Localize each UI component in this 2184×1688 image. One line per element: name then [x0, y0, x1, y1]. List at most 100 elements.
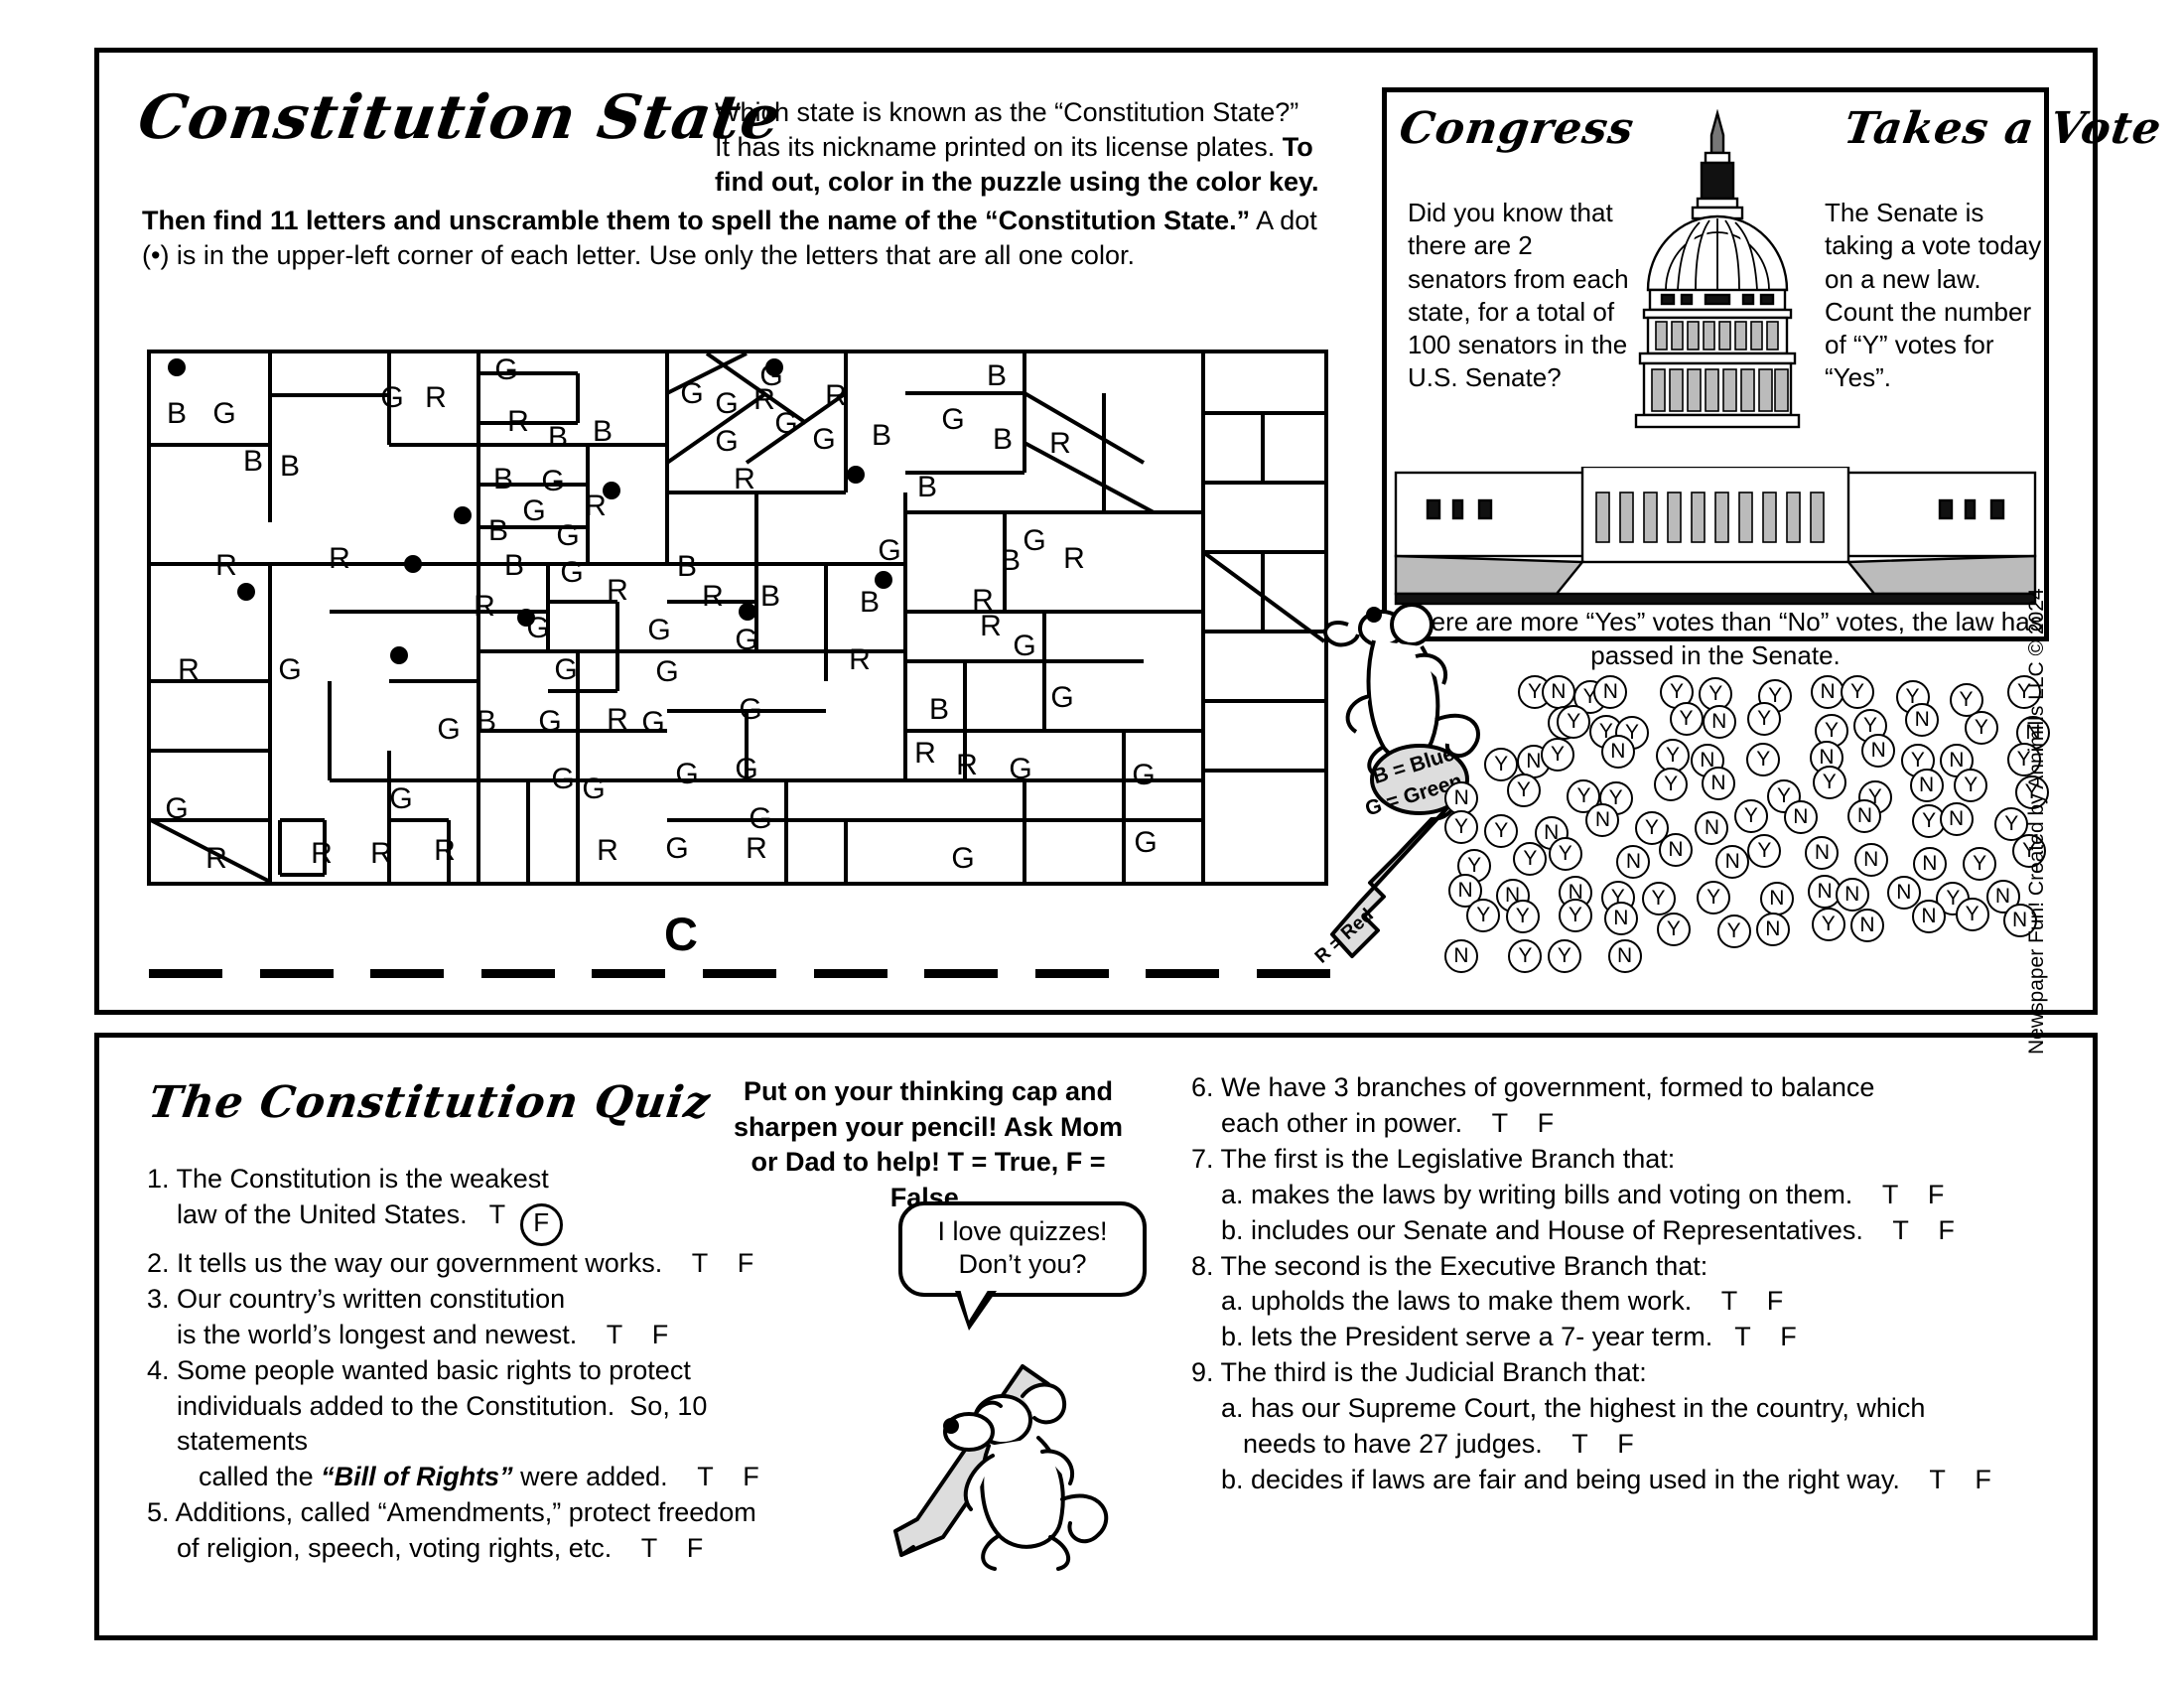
- vote-circle-yes[interactable]: Y: [1641, 881, 1676, 915]
- vote-circle-no[interactable]: N: [1593, 675, 1628, 709]
- vote-circle-no[interactable]: N: [1658, 833, 1693, 868]
- vote-circle-no[interactable]: N: [1847, 799, 1882, 834]
- vote-circle-yes[interactable]: Y: [2014, 775, 2049, 810]
- vote-circle-yes[interactable]: Y: [1506, 773, 1541, 807]
- vote-circle-yes[interactable]: Y: [1669, 702, 1704, 737]
- vote-circle-yes[interactable]: Y: [1811, 907, 1845, 941]
- answer-blank[interactable]: [924, 968, 999, 978]
- svg-text:G: G: [647, 614, 670, 646]
- svg-text:G: G: [941, 403, 964, 436]
- vote-circle-yes[interactable]: Y: [1812, 766, 1846, 800]
- vote-circle-no[interactable]: N: [1715, 845, 1750, 880]
- vote-circle-no[interactable]: N: [1939, 802, 1974, 837]
- capitol-base-illustration: [1394, 467, 2037, 606]
- vote-circle-no[interactable]: N: [1759, 881, 1794, 915]
- answer-blank[interactable]: [480, 968, 555, 978]
- vote-circle-no[interactable]: N: [1909, 769, 1944, 803]
- vote-circle-no[interactable]: N: [1811, 675, 1845, 709]
- vote-circle-no[interactable]: N: [1849, 908, 1884, 942]
- vote-circle-no[interactable]: N: [1985, 880, 2020, 914]
- vote-circle-no[interactable]: N: [1939, 743, 1974, 777]
- vote-circle-no[interactable]: N: [1861, 733, 1896, 768]
- vote-circle-yes[interactable]: Y: [1955, 898, 1989, 932]
- vote-circle-yes[interactable]: Y: [1747, 833, 1782, 868]
- vote-circle-yes[interactable]: Y: [1656, 912, 1691, 946]
- vote-circle-yes[interactable]: Y: [1841, 675, 1875, 709]
- answer-blank[interactable]: [259, 968, 334, 978]
- vote-circle-no[interactable]: N: [1702, 767, 1736, 800]
- svg-text:R: R: [507, 405, 529, 438]
- answer-blank[interactable]: [1256, 968, 1330, 978]
- vote-circle-no[interactable]: N: [1603, 902, 1638, 936]
- vote-circle-no[interactable]: N: [1607, 939, 1642, 973]
- answer-blank[interactable]: [592, 968, 666, 978]
- answer-blank[interactable]: [149, 968, 222, 978]
- svg-text:R: R: [585, 490, 607, 522]
- svg-text:G: G: [739, 693, 761, 726]
- vote-circle-yes[interactable]: Y: [1733, 799, 1768, 834]
- vote-circle-yes[interactable]: Y: [1747, 701, 1782, 736]
- vote-circle-yes[interactable]: Y: [1746, 742, 1781, 776]
- vote-circle-yes[interactable]: Y: [1567, 778, 1601, 813]
- vote-circle-no[interactable]: N: [1616, 845, 1651, 880]
- vote-circle-yes[interactable]: Y: [1697, 880, 1731, 914]
- vote-circle-yes[interactable]: Y: [2006, 675, 2041, 710]
- vote-circle-yes[interactable]: Y: [1716, 914, 1751, 949]
- answer-blank[interactable]: [702, 968, 776, 978]
- vote-circle-no[interactable]: N: [1600, 734, 1635, 769]
- vote-circle-no[interactable]: N: [1444, 939, 1478, 973]
- svg-text:B: B: [917, 471, 937, 503]
- vote-circle-yes[interactable]: Y: [1767, 778, 1802, 813]
- svg-text:R: R: [702, 580, 724, 613]
- answer-blank[interactable]: [370, 968, 445, 978]
- vote-circle-no[interactable]: N: [1853, 843, 1888, 878]
- vote-circle-no[interactable]: N: [1912, 847, 1947, 882]
- svg-text:G: G: [541, 465, 564, 497]
- vote-circle-yes[interactable]: Y: [1444, 810, 1478, 845]
- vote-circle-no[interactable]: N: [1835, 877, 1869, 912]
- vote-circle-no[interactable]: N: [2002, 903, 2037, 937]
- vote-circle-yes[interactable]: Y: [1557, 705, 1591, 740]
- vote-circle-yes[interactable]: Y: [1963, 847, 1997, 882]
- answer-blank[interactable]: [1146, 968, 1220, 978]
- vote-circle-no[interactable]: N: [1541, 675, 1575, 709]
- vote-circle-yes[interactable]: Y: [2006, 743, 2041, 777]
- quiz-question: 9. The third is the Judicial Branch that…: [1191, 1355, 2025, 1498]
- answer-blank[interactable]: [813, 968, 887, 978]
- vote-circle-no[interactable]: N: [1886, 875, 1921, 910]
- congress-title-right: Takes a Vote: [1841, 103, 2165, 154]
- vote-circle-yes[interactable]: Y: [1541, 738, 1575, 773]
- vote-circle-yes[interactable]: Y: [1548, 836, 1582, 871]
- vote-circle-no[interactable]: N: [1783, 800, 1818, 835]
- vote-circle-yes[interactable]: Y: [1634, 810, 1669, 845]
- vote-circle-no[interactable]: N: [1448, 874, 1483, 909]
- answer-blank[interactable]: [1034, 968, 1109, 978]
- vote-circle-yes[interactable]: Y: [1547, 939, 1581, 973]
- vote-circle-yes[interactable]: Y: [2012, 833, 2047, 868]
- vote-circle-yes[interactable]: Y: [1964, 710, 1998, 745]
- vote-circle-no[interactable]: N: [1444, 781, 1479, 816]
- vote-circle-yes[interactable]: Y: [1484, 813, 1519, 848]
- vote-circle-yes[interactable]: Y: [1508, 939, 1543, 973]
- answer-blanks[interactable]: [149, 958, 1330, 988]
- vote-circle-no[interactable]: N: [1755, 913, 1790, 947]
- vote-circle-yes[interactable]: Y: [1466, 898, 1501, 932]
- vote-circle-no[interactable]: N: [1695, 810, 1729, 845]
- vote-circle-yes[interactable]: Y: [1558, 899, 1592, 933]
- circled-false-answer[interactable]: F: [519, 1202, 563, 1246]
- vote-circle-yes[interactable]: Y: [1513, 842, 1548, 877]
- vote-circle-yes[interactable]: Y: [1655, 739, 1690, 773]
- vote-circle-no[interactable]: N: [1911, 899, 1946, 933]
- vote-circle-yes[interactable]: Y: [1505, 900, 1540, 934]
- vote-circle-no[interactable]: N: [1702, 705, 1736, 740]
- svg-text:R: R: [734, 463, 755, 495]
- vote-circle-no[interactable]: N: [1585, 802, 1620, 837]
- vote-circle-yes[interactable]: Y: [1484, 747, 1519, 781]
- vote-circle-yes[interactable]: Y: [1954, 768, 1988, 802]
- vote-circle-no[interactable]: N: [1805, 835, 1840, 870]
- vote-circle-yes[interactable]: Y: [1654, 767, 1689, 801]
- svg-text:G: G: [1023, 524, 1045, 557]
- vote-circle-no[interactable]: N: [2016, 715, 2050, 750]
- vote-circle-no[interactable]: N: [1905, 702, 1940, 737]
